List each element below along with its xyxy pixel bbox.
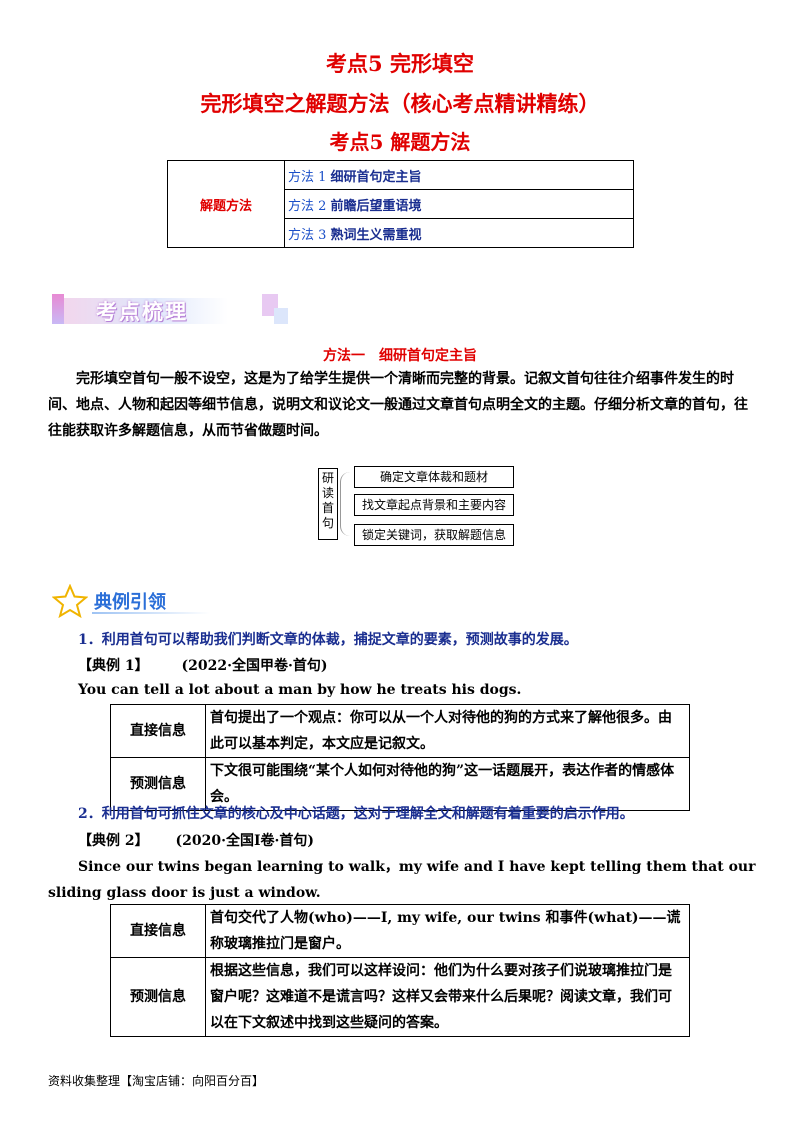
method-paragraph: 完形填空首句一般不设空，这是为了给学生提供一个清晰而完整的背景。记叙文首句往往介…: [48, 371, 748, 439]
brace-connector: [340, 472, 353, 536]
example-2-source: (2020·全国Ⅰ卷·首句): [175, 833, 315, 849]
example-1-header: 【典例 1】 (2022·全国甲卷·首句): [78, 655, 327, 675]
star-icon: [52, 584, 88, 618]
methods-table: 解题方法 方法 1 细研首句定主旨 方法 2 前瞻后望重语境 方法 3 熟词生义…: [167, 160, 634, 248]
methods-label: 解题方法: [167, 160, 285, 248]
method-heading: 方法一 细研首句定主旨: [323, 348, 477, 364]
page-subtitle: 完形填空之解题方法（核心考点精讲精练）: [200, 91, 600, 116]
section-banner-text: 考点梳理: [96, 300, 188, 324]
example-2-table: 直接信息 首句交代了人物(who)——I, my wife, our twins…: [110, 904, 690, 1037]
method-row-3: 方法 3 熟词生义需重视: [284, 218, 634, 248]
table-key: 直接信息: [110, 904, 206, 958]
example-1-source: (2022·全国甲卷·首句): [181, 658, 328, 674]
section-banner: 考点梳理: [52, 294, 288, 328]
table-key: 直接信息: [110, 704, 206, 758]
first-sentence-diagram: 研读首句 确定文章体裁和题材 找文章起点背景和主要内容 锁定关键词，获取解题信息: [318, 462, 518, 548]
example-2-tag: 【典例 2】: [78, 833, 149, 849]
example-2-sentence: Since our twins began learning to walk，m…: [48, 859, 756, 901]
diagram-item: 锁定关键词，获取解题信息: [354, 524, 514, 546]
example-1-sentence: You can tell a lot about a man by how he…: [78, 682, 522, 698]
table-value: 首句交代了人物(who)——I, my wife, our twins 和事件(…: [205, 904, 690, 958]
example-banner-text: 典例引领: [94, 592, 166, 613]
example-2-header: 【典例 2】 (2020·全国Ⅰ卷·首句): [78, 830, 314, 850]
table-key: 预测信息: [110, 957, 206, 1037]
point-2: 2．利用首句可抓住文章的核心及中心话题，这对于理解全文和解题有着重要的启示作用。: [78, 806, 634, 822]
example-1-tag: 【典例 1】: [78, 658, 149, 674]
point-1: 1．利用首句可以帮助我们判断文章的体裁，捕捉文章的要素，预测故事的发展。: [78, 632, 578, 648]
footer-note: 资料收集整理【淘宝店铺：向阳百分百】: [48, 1074, 265, 1088]
table-key: 预测信息: [110, 757, 206, 811]
section-title: 考点5 解题方法: [329, 130, 471, 154]
diagram-item: 找文章起点背景和主要内容: [354, 494, 514, 516]
page-title: 考点5 完形填空: [326, 51, 474, 76]
example-banner: 典例引领: [52, 584, 212, 618]
table-value: 根据这些信息，我们可以这样设问：他们为什么要对孩子们说玻璃推拉门是窗户呢？这难道…: [205, 957, 690, 1037]
diagram-left-label: 研读首句: [318, 468, 338, 540]
table-value: 下文很可能围绕“某个人如何对待他的狗”这一话题展开，表达作者的情感体会。: [205, 757, 690, 811]
diagram-item: 确定文章体裁和题材: [354, 466, 514, 488]
table-value: 首句提出了一个观点：你可以从一个人对待他的狗的方式来了解他很多。由此可以基本判定…: [205, 704, 690, 758]
banner-decoration: [52, 294, 64, 324]
method-row-1: 方法 1 细研首句定主旨: [284, 160, 634, 190]
example-1-table: 直接信息 首句提出了一个观点：你可以从一个人对待他的狗的方式来了解他很多。由此可…: [110, 704, 690, 811]
method-row-2: 方法 2 前瞻后望重语境: [284, 189, 634, 219]
